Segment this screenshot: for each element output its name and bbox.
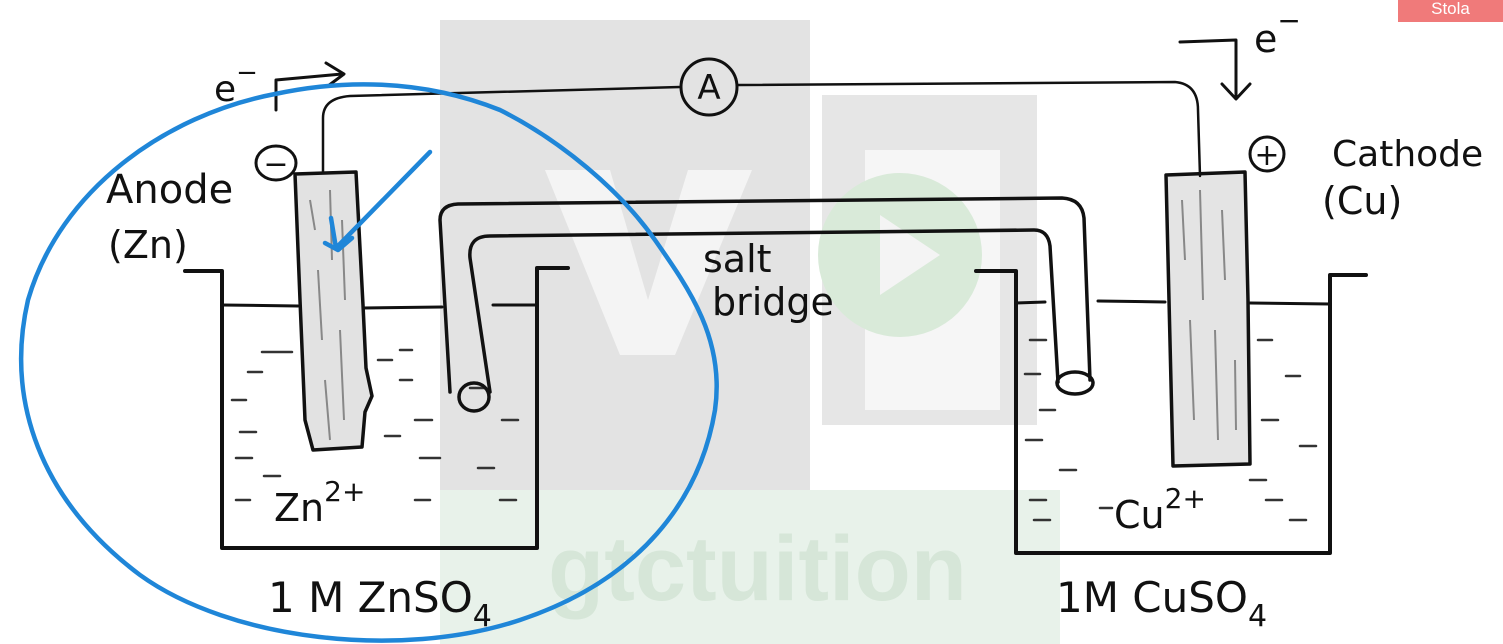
electron-left-superscript: −: [236, 58, 258, 88]
cathode-label: Cathode: [1332, 134, 1483, 175]
watermark: gtctuition: [440, 20, 1060, 644]
salt-bridge-right-end: [1055, 370, 1095, 396]
right-solution-subscript: 4: [1248, 599, 1267, 634]
electron-arrow-left: [274, 61, 346, 112]
salt-bridge-label-line1: salt: [703, 237, 772, 281]
salt-bridge-tube: [438, 196, 1095, 413]
right-liquid-surface: [1014, 299, 1332, 306]
right-solution-label: 1M CuSO4: [1056, 573, 1267, 634]
corner-button[interactable]: Stola: [1398, 0, 1503, 22]
cathode-sign-label: +: [1254, 138, 1279, 173]
left-solution-formula: 1 M ZnSO: [268, 573, 473, 622]
electron-left-symbol: e: [214, 69, 236, 110]
electron-arrow-right: [1178, 38, 1252, 101]
cathode-metal-label: (Cu): [1322, 179, 1402, 223]
copper-electrode: [1164, 170, 1252, 468]
left-ion-symbol: Zn: [274, 486, 324, 530]
left-liquid-surface: [220, 303, 539, 310]
electron-right-superscript: −: [1277, 4, 1300, 37]
anode-sign-label: −: [263, 147, 288, 182]
watermark-lower-block: [440, 490, 1060, 644]
left-solution-label: 1 M ZnSO4: [268, 573, 492, 634]
ammeter: A: [679, 57, 739, 117]
anode-metal-label: (Zn): [108, 223, 188, 267]
right-ion-charge: 2+: [1165, 482, 1206, 515]
left-liquid-dashes: [230, 348, 520, 502]
external-wire: [321, 80, 1202, 178]
left-ion-charge: 2+: [324, 475, 365, 508]
watermark-v-shape: [545, 170, 752, 355]
zinc-electrode: [293, 170, 374, 452]
anode-sign: −: [254, 144, 298, 182]
anode-sign-circle: [254, 144, 298, 182]
ammeter-label: A: [697, 68, 720, 108]
right-liquid-dashes: [1023, 338, 1318, 522]
blue-annotation: [19, 82, 719, 643]
annotation-circle: [19, 82, 719, 643]
left-beaker: [183, 266, 570, 550]
salt-bridge-left-end: [457, 381, 491, 413]
left-ion-label: Zn2+: [274, 475, 365, 530]
anode-label: Anode: [106, 167, 233, 213]
annotation-tick-head: [322, 235, 355, 253]
watermark-play-icon: [880, 215, 940, 295]
ammeter-circle: [679, 57, 739, 117]
right-ion-symbol: Cu: [1114, 493, 1165, 537]
right-solution-formula: 1M CuSO: [1056, 573, 1248, 622]
right-ion-label: Cu2+: [1114, 482, 1206, 537]
cathode-sign: +: [1248, 135, 1286, 173]
left-solution-subscript: 4: [473, 599, 492, 634]
salt-bridge-label-line2: bridge: [712, 280, 834, 324]
watermark-text: gtctuition: [548, 518, 967, 620]
right-beaker: [974, 269, 1368, 555]
electron-right-symbol: e: [1254, 17, 1277, 61]
electron-right-label: e−: [1254, 4, 1301, 61]
electron-left-label: e−: [214, 58, 258, 110]
cathode-sign-circle: [1248, 135, 1286, 173]
